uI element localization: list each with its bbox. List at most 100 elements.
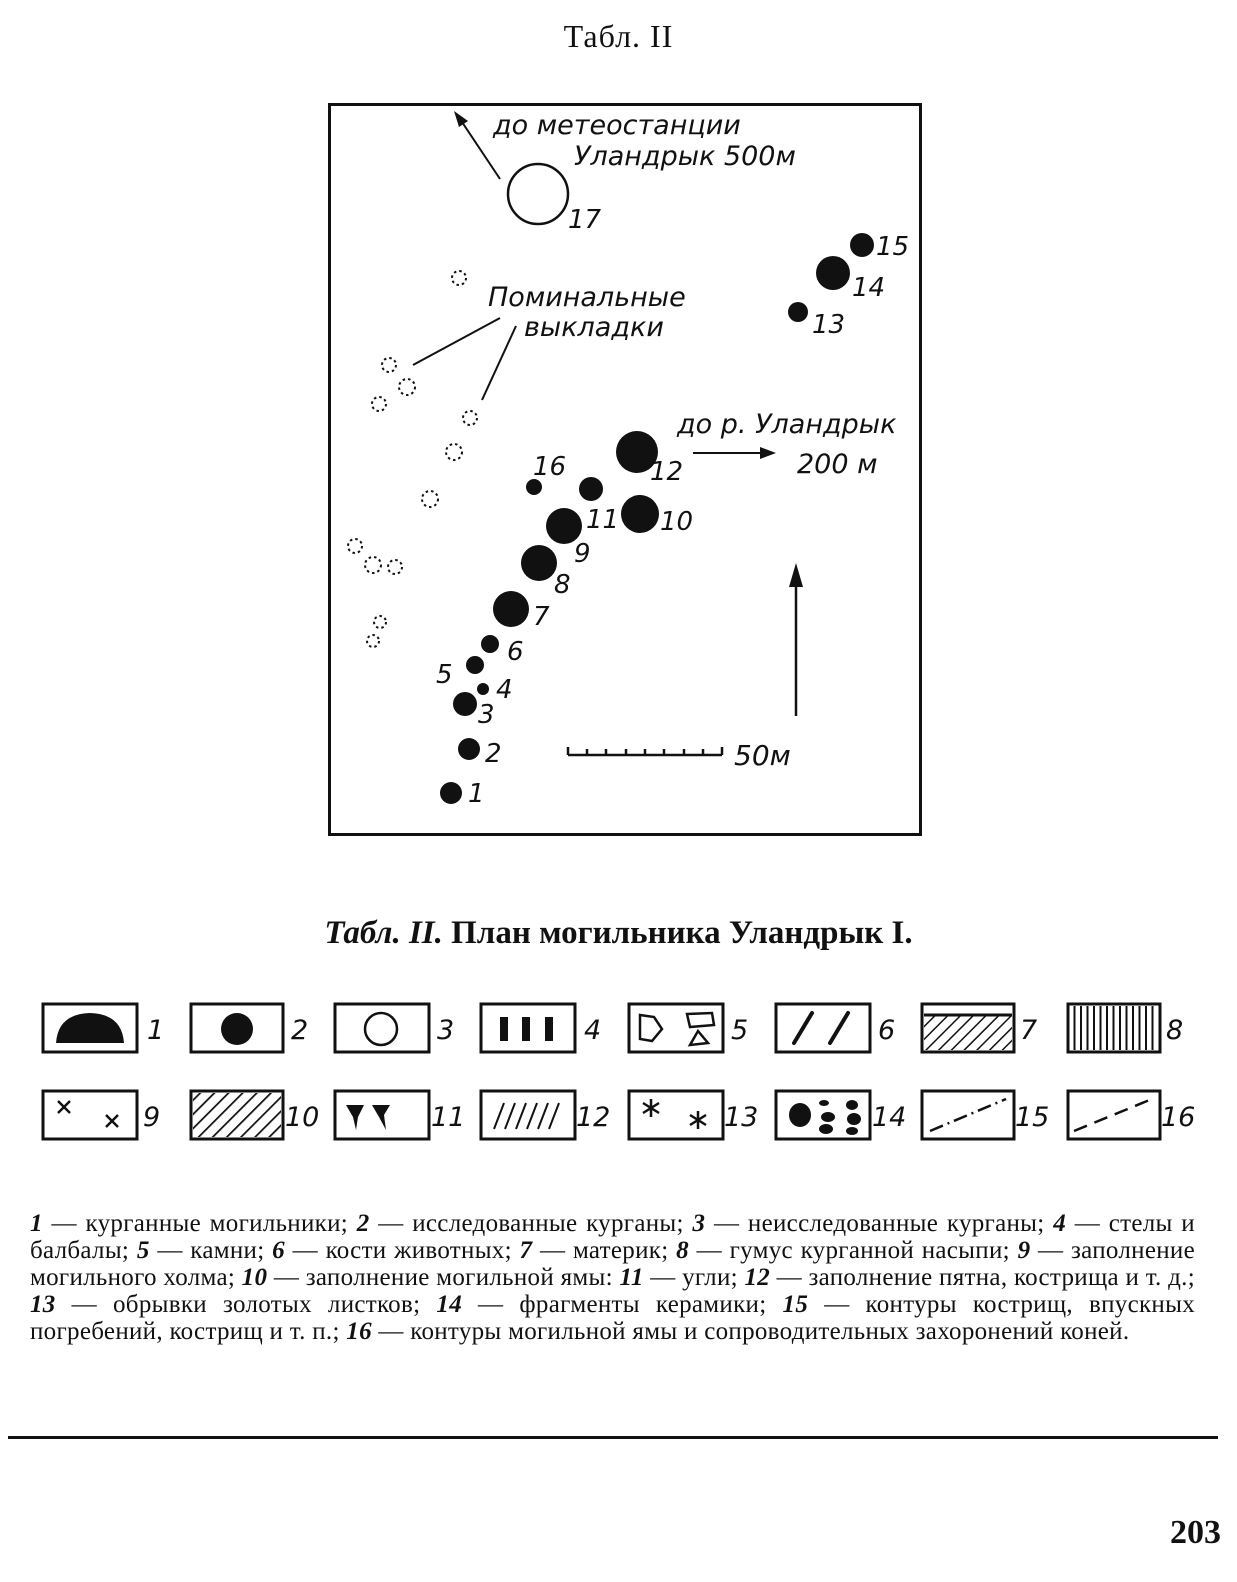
- legend-bones-icon: [792, 1011, 850, 1045]
- excavated-mounds: [440, 233, 874, 804]
- direction-meteo-line1: до метеостанции: [492, 110, 741, 141]
- legend-dash-dot-icon: [929, 1097, 1007, 1133]
- arrow-northwest-icon: [454, 111, 501, 180]
- mound-label-5: 5: [436, 660, 453, 690]
- symbol-legend: 1 2 3 4 5 6 7 8 9 10 11 12 13 14 15 16: [41, 1002, 1195, 1141]
- legend-item-number: 9: [1017, 1237, 1031, 1264]
- mound-16: [526, 479, 542, 495]
- mound-14: [816, 256, 850, 290]
- page-divider: [8, 1436, 1218, 1439]
- legend-number-4: 4: [584, 1015, 601, 1046]
- legend-number-9: 9: [143, 1102, 160, 1133]
- mound-label-15: 15: [876, 232, 909, 262]
- legend-number-12: 12: [576, 1102, 610, 1133]
- legend-coal-icon: [346, 1105, 390, 1130]
- legend-item-number: 6: [272, 1237, 285, 1264]
- legend-number-8: 8: [1166, 1015, 1183, 1046]
- legend-item-number: 5: [136, 1237, 150, 1264]
- legend-item-text: — курганные могильники;: [42, 1210, 357, 1237]
- legend-item-text: — камни;: [149, 1237, 273, 1264]
- legend-item-text: — угли;: [643, 1264, 745, 1291]
- mound-12: [616, 431, 658, 473]
- mound-2: [458, 738, 480, 760]
- mound-label-4: 4: [496, 675, 513, 705]
- memorial-label-line2: выкладки: [524, 312, 664, 343]
- legend-number-3: 3: [437, 1015, 454, 1046]
- scale-bar: [566, 747, 724, 757]
- legend-item-number: 3: [692, 1210, 706, 1237]
- caption-prefix: Табл. II.: [324, 915, 443, 951]
- legend-explanation: 1 — курганные могильники; 2 — исследован…: [30, 1210, 1195, 1345]
- memorial-pointer-2: [481, 325, 517, 401]
- scale-label: 50м: [734, 739, 791, 772]
- legend-item-text: — заполнение могильной ямы:: [267, 1264, 620, 1291]
- legend-dashed-icon: [1073, 1097, 1153, 1133]
- mound-label-12: 12: [650, 457, 683, 487]
- mound-label-9: 9: [574, 539, 591, 569]
- direction-river-line1: до р. Уландрык: [676, 409, 897, 440]
- legend-item-number: 14: [436, 1291, 462, 1318]
- legend-item-text: — заполнение пятна, кострища и т. д.;: [770, 1264, 1195, 1291]
- legend-item-number: 15: [782, 1291, 809, 1318]
- mound-label-17: 17: [568, 205, 602, 235]
- legend-kurgan-icon: [56, 1013, 124, 1043]
- legend-item-text: — заполнение могильного холма;: [30, 1237, 1196, 1291]
- mound-label-6: 6: [507, 637, 524, 667]
- page-number: 203: [1170, 1514, 1221, 1551]
- mound-1: [440, 782, 462, 804]
- legend-item-text: — стелы и балбалы;: [30, 1210, 1195, 1264]
- legend-number-10: 10: [285, 1102, 319, 1133]
- caption-text: План могильника Уландрык I.: [451, 915, 913, 951]
- legend-item-text: — неисследованные курганы;: [705, 1210, 1054, 1237]
- legend-filled-circle-icon: [221, 1013, 253, 1045]
- legend-number-13: 13: [724, 1102, 758, 1133]
- legend-number-11: 11: [431, 1102, 465, 1133]
- legend-number-6: 6: [878, 1015, 895, 1046]
- memorial-label-line1: Поминальные: [488, 282, 686, 313]
- legend-number-16: 16: [1161, 1102, 1195, 1133]
- mound-10: [621, 495, 659, 533]
- mound-3: [453, 692, 477, 716]
- legend-item-text: — обрывки золотых листков;: [55, 1291, 437, 1318]
- mound-5: [466, 656, 484, 674]
- mound-11: [579, 477, 603, 501]
- legend-stones-icon: [638, 1011, 716, 1047]
- north-arrow-icon: [789, 563, 803, 716]
- legend-item-number: 1: [30, 1210, 43, 1237]
- legend-strokes-icon: [493, 1102, 560, 1130]
- legend-number-1: 1: [147, 1015, 164, 1046]
- legend-number-14: 14: [872, 1102, 906, 1133]
- legend-item-number: 16: [346, 1318, 372, 1345]
- memorial-stones: [347, 270, 478, 648]
- mound-label-14: 14: [852, 273, 885, 303]
- legend-number-15: 15: [1015, 1102, 1049, 1133]
- mound-label-2: 2: [485, 739, 502, 769]
- mound-label-3: 3: [478, 700, 495, 730]
- legend-item-number: 2: [356, 1210, 370, 1237]
- mound-label-13: 13: [812, 310, 845, 340]
- table-header-label: Табл. II: [563, 18, 674, 54]
- mound-label-1: 1: [468, 779, 485, 809]
- mound-13: [788, 302, 808, 322]
- unexcavated-mound-17: [506, 162, 570, 226]
- legend-item-number: 13: [30, 1291, 56, 1318]
- legend-item-text: — исследованные курганы;: [369, 1210, 693, 1237]
- mound-9: [546, 508, 582, 544]
- burial-ground-plan: до метеостанции Уландрык 500м Поминальны…: [328, 103, 922, 836]
- legend-item-text: — контуры могильной ямы и сопроводительн…: [371, 1318, 1130, 1345]
- legend-star-icon: [642, 1099, 707, 1129]
- legend-ceramic-icon: [789, 1100, 861, 1135]
- legend-item-text: — материк;: [532, 1237, 677, 1264]
- mound-8: [521, 545, 557, 581]
- mound-label-7: 7: [533, 602, 550, 632]
- legend-item-number: 12: [744, 1264, 771, 1291]
- mound-label-16: 16: [533, 452, 566, 482]
- mound-label-8: 8: [554, 570, 571, 600]
- plan-frame: [328, 103, 922, 836]
- legend-number-5: 5: [731, 1015, 748, 1046]
- mound-4: [477, 683, 489, 695]
- mound-7: [493, 591, 529, 627]
- legend-bedrock-icon: [924, 1013, 1012, 1050]
- legend-hatch-icon: [193, 1093, 281, 1137]
- mound-label-11: 11: [586, 505, 619, 535]
